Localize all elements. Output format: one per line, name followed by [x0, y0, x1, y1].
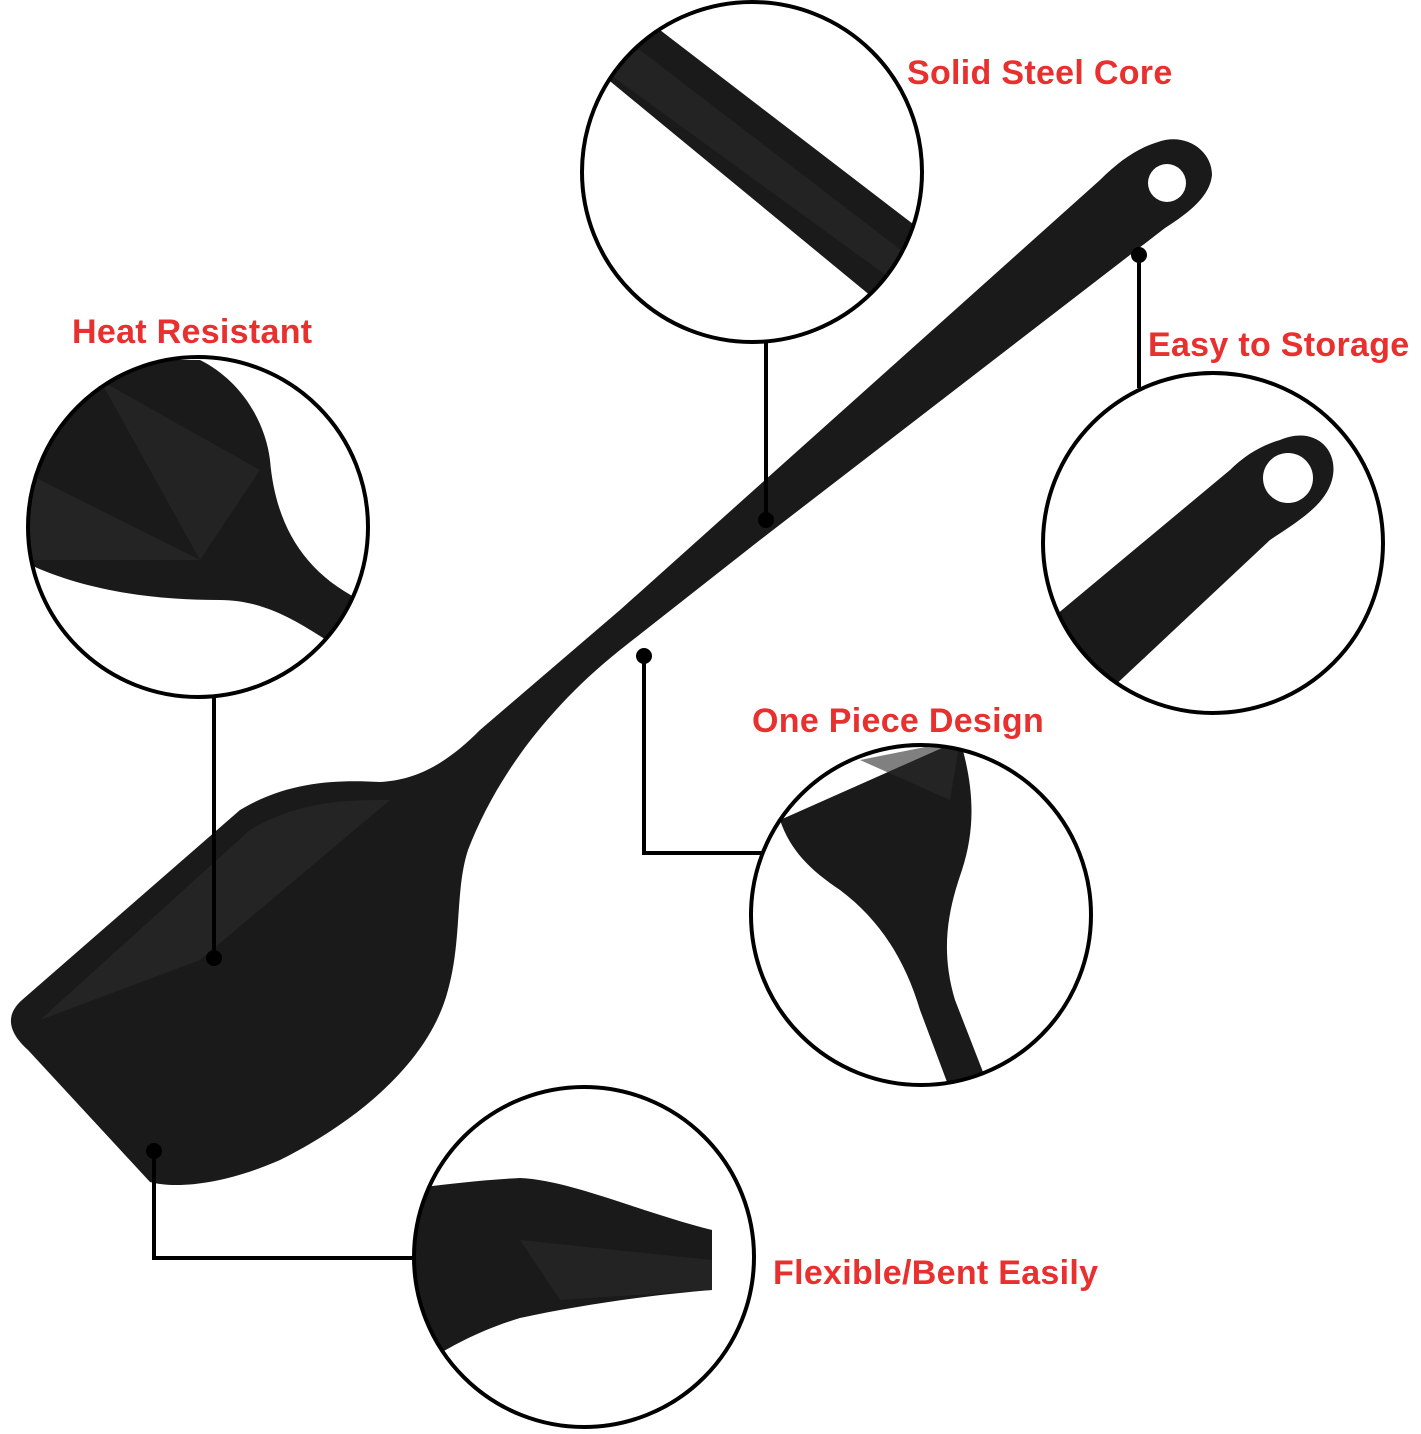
storage-dot	[1131, 247, 1147, 263]
zoom-steel-core	[580, 0, 924, 344]
label-easy-to-storage: Easy to Storage	[1148, 326, 1410, 364]
onepiece-line	[642, 656, 764, 855]
label-solid-steel-core: Solid Steel Core	[907, 54, 1173, 92]
heat-dot	[206, 950, 222, 966]
spatula-body	[10, 139, 1213, 1186]
hanging-hole	[1148, 164, 1186, 202]
flex-dot	[146, 1143, 162, 1159]
label-one-piece-design: One Piece Design	[752, 702, 1045, 740]
flex-line	[152, 1151, 414, 1260]
label-flexible-bent-easily: Flexible/Bent Easily	[773, 1254, 1099, 1292]
zoom-flexible	[412, 1085, 756, 1429]
zoom-heat-resistant	[26, 355, 370, 699]
steel-core-dot	[758, 512, 774, 528]
callout-dots	[146, 247, 1147, 1159]
zoom-easy-to-storage	[1041, 371, 1385, 715]
onepiece-dot	[636, 648, 652, 664]
callout-lines	[152, 255, 1141, 1260]
zoom-one-piece	[749, 743, 1093, 1087]
label-heat-resistant: Heat Resistant	[72, 313, 313, 351]
